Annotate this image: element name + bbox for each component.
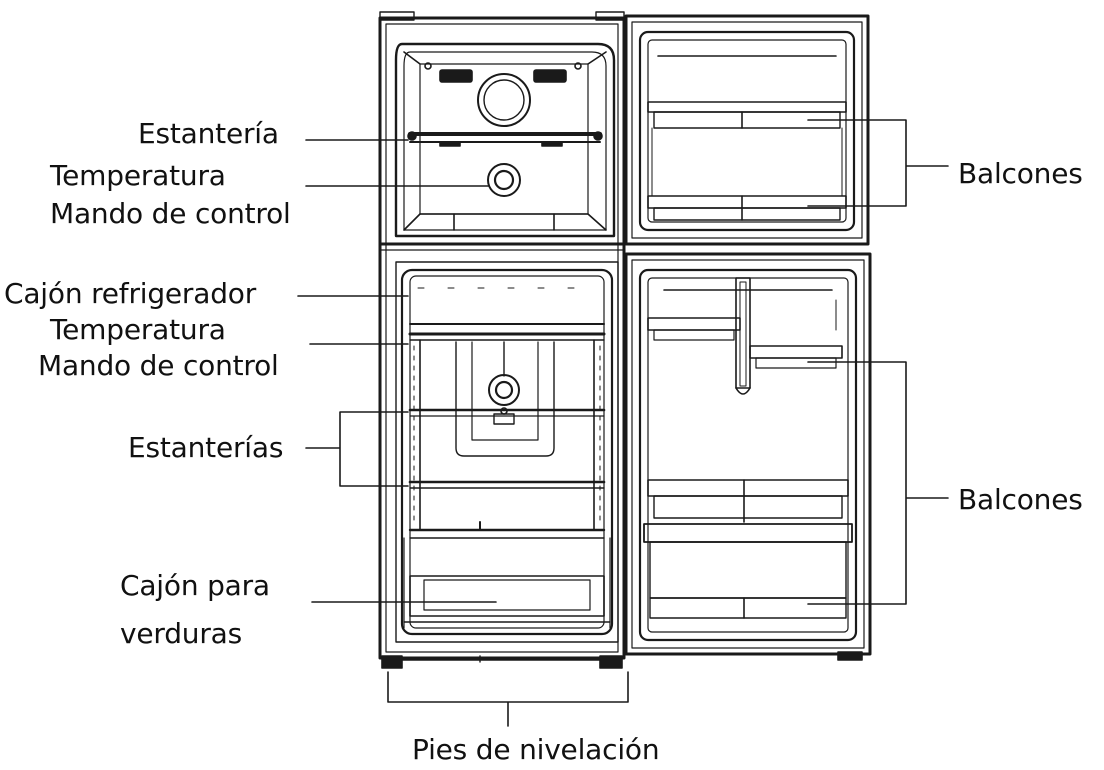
label-balcones-bottom: Balcones — [958, 483, 1083, 516]
fridge-door — [624, 252, 872, 661]
freezer-compartment — [394, 42, 616, 238]
label-cajon-refrigerador: Cajón refrigerador — [4, 277, 257, 310]
label-balcones-top: Balcones — [958, 157, 1083, 190]
leader-estanterias — [305, 411, 409, 487]
label-estanterias: Estanterías — [128, 431, 284, 464]
fridge-compartment — [395, 261, 619, 643]
label-estanteria: Estantería — [138, 117, 279, 150]
label-cajon-para: Cajón para — [120, 569, 270, 602]
leveling-feet — [381, 655, 623, 669]
callout-lines — [297, 119, 949, 727]
label-mando-1: Mando de control — [50, 197, 291, 230]
leader-balcones-top — [807, 119, 949, 207]
freezer-door — [624, 14, 870, 246]
label-verduras: verduras — [120, 617, 242, 650]
label-temperatura-1: Temperatura — [50, 159, 226, 192]
label-temperatura-2: Temperatura — [50, 313, 226, 346]
label-mando-2: Mando de control — [38, 349, 279, 382]
label-pies: Pies de nivelación — [412, 733, 660, 766]
leader-balcones-bottom — [807, 361, 949, 605]
leader-pies — [387, 671, 629, 727]
cabinet-outline — [378, 11, 626, 660]
